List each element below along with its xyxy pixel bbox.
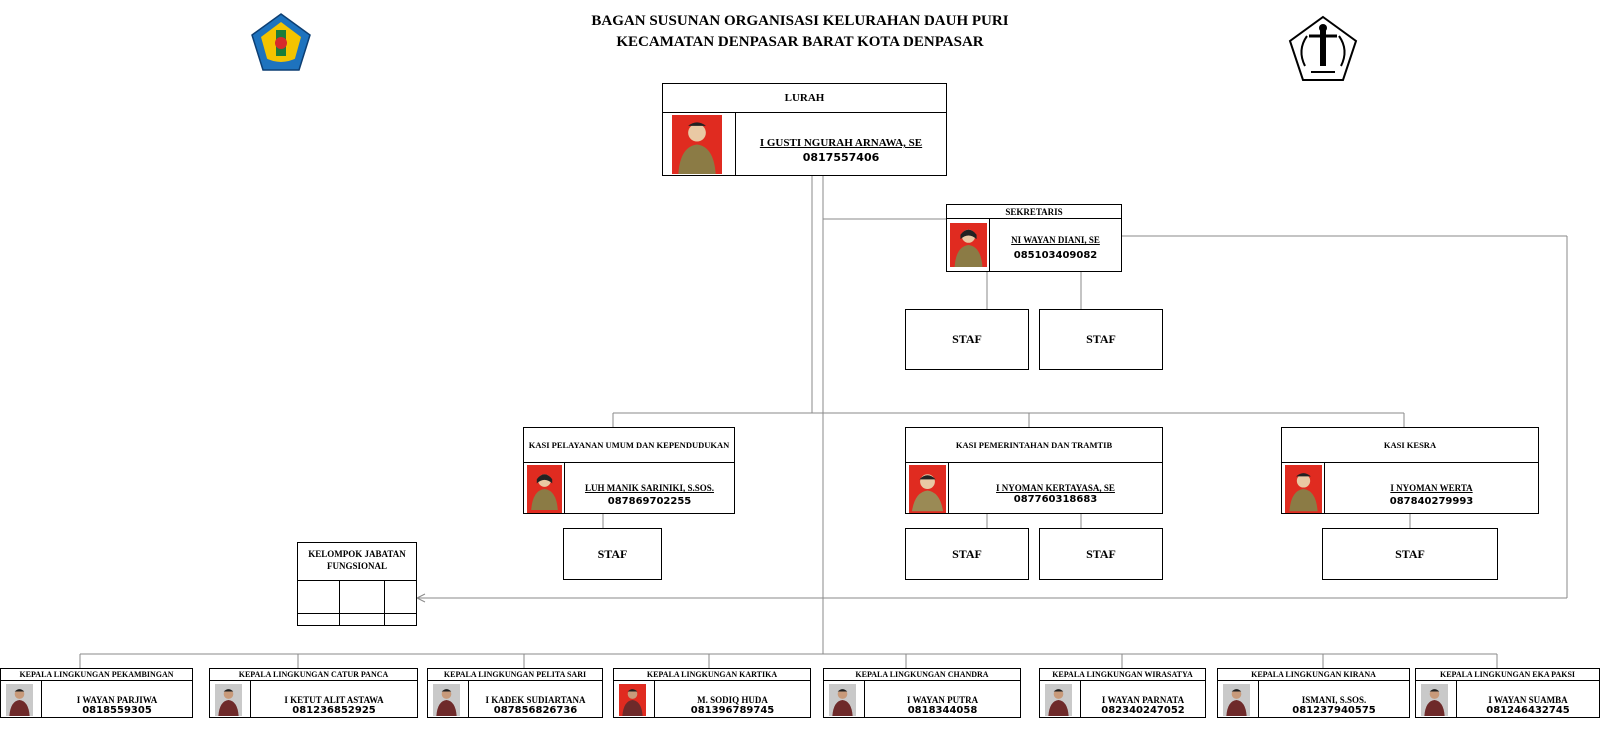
kepala-lingkungan-phone: 081246432745 — [1486, 705, 1570, 716]
kasi-title: KASI PEMERINTAHAN DAN TRAMTIB — [906, 428, 1162, 463]
staf-box: STAF — [563, 528, 662, 580]
kepala-lingkungan-phone: 0818559305 — [82, 705, 152, 716]
kepala-lingkungan-title: KEPALA LINGKUNGAN KIRANA — [1218, 669, 1409, 681]
lurah-name: I GUSTI NGURAH ARNAWA, SE — [759, 137, 923, 149]
staf-box: STAF — [1039, 528, 1163, 580]
kepala-lingkungan-title: KEPALA LINGKUNGAN PELITA SARI — [428, 669, 602, 681]
kepala-lingkungan-box: KEPALA LINGKUNGAN PEKAMBINGAN I WAYAN PAR… — [0, 668, 193, 718]
kepala-lingkungan-box: KEPALA LINGKUNGAN EKA PAKSI I WAYAN SUAMB… — [1415, 668, 1600, 718]
staf-box: STAF — [905, 528, 1029, 580]
kepala-lingkungan-photo — [1223, 684, 1250, 716]
fungsional-box: KELOMPOK JABATAN FUNGSIONAL — [297, 542, 417, 626]
kasi-photo — [1285, 465, 1322, 513]
kepala-lingkungan-photo — [619, 684, 646, 716]
kepala-lingkungan-name: ISMANI, S.SOS. — [1301, 695, 1367, 705]
kepala-lingkungan-title: KEPALA LINGKUNGAN EKA PAKSI — [1416, 669, 1599, 681]
kepala-lingkungan-phone: 081396789745 — [690, 705, 775, 716]
lurah-photo — [672, 115, 722, 174]
district-seal-icon — [1287, 14, 1359, 84]
kepala-lingkungan-name: I KADEK SUDIARTANA — [485, 695, 586, 705]
kepala-lingkungan-phone: 087856826736 — [493, 705, 578, 716]
lurah-title: LURAH — [663, 84, 946, 113]
staf-box: STAF — [1322, 528, 1498, 580]
kepala-lingkungan-phone: 082340247052 — [1101, 705, 1185, 716]
kepala-lingkungan-name: M. SODIQ HUDA — [697, 695, 768, 705]
kepala-lingkungan-title: KEPALA LINGKUNGAN PEKAMBINGAN — [1, 669, 192, 681]
chart-title-line1: BAGAN SUSUNAN ORGANISASI KELURAHAN DAUH … — [591, 13, 1009, 29]
kepala-lingkungan-phone: 081237940575 — [1292, 705, 1376, 716]
kepala-lingkungan-phone: 081236852925 — [292, 705, 376, 716]
kasi-phone: 087840279993 — [1389, 496, 1474, 507]
kasi-phone: 087760318683 — [1013, 494, 1098, 505]
kepala-lingkungan-photo — [829, 684, 856, 716]
kasi-name: I NYOMAN WERTA — [1390, 483, 1473, 493]
kepala-lingkungan-photo — [6, 684, 33, 716]
kasi-box: KASI PEMERINTAHAN DAN TRAMTIB I NYOMAN K… — [905, 427, 1163, 514]
sekretaris-name: NI WAYAN DIANI, SE — [1011, 235, 1100, 245]
kepala-lingkungan-name: I KETUT ALIT ASTAWA — [284, 695, 384, 705]
kepala-lingkungan-title: KEPALA LINGKUNGAN KARTIKA — [614, 669, 810, 681]
kasi-photo — [909, 465, 946, 513]
kepala-lingkungan-title: KEPALA LINGKUNGAN CHANDRA — [824, 669, 1020, 681]
fungsional-divider — [298, 613, 416, 614]
kepala-lingkungan-photo — [1421, 684, 1448, 716]
sekretaris-phone: 085103409082 — [1013, 250, 1098, 261]
kepala-lingkungan-photo — [433, 684, 460, 716]
kepala-lingkungan-photo — [1045, 684, 1072, 716]
fungsional-title-line2: FUNGSIONAL — [326, 561, 387, 571]
sekretaris-box: SEKRETARIS NI WAYAN DIANI, SE 0851034090… — [946, 204, 1122, 272]
kepala-lingkungan-name: I WAYAN PUTRA — [906, 695, 979, 705]
fungsional-title-line1: KELOMPOK JABATAN — [308, 549, 406, 559]
kasi-box: KASI KESRA I NYOMAN WERTA 087840279993 — [1281, 427, 1539, 514]
kepala-lingkungan-phone: 0818344058 — [907, 705, 978, 716]
kasi-name: LUH MANIK SARINIKI, S.SOS. — [584, 483, 715, 493]
kepala-lingkungan-name: I WAYAN PARJIWA — [76, 695, 158, 705]
kasi-box: KASI PELAYANAN UMUM DAN KEPENDUDUKAN LUH… — [523, 427, 735, 514]
lurah-box: LURAH I GUSTI NGURAH ARNAWA, SE 08175574… — [662, 83, 947, 176]
kepala-lingkungan-name: I WAYAN PARNATA — [1101, 695, 1185, 705]
staf-box: STAF — [905, 309, 1029, 370]
kasi-photo — [527, 465, 562, 513]
kepala-lingkungan-box: KEPALA LINGKUNGAN CATUR PANCA I KETUT ALI… — [209, 668, 418, 718]
lurah-phone: 0817557406 — [802, 151, 880, 164]
sekretaris-title: SEKRETARIS — [947, 205, 1121, 219]
kepala-lingkungan-name: I WAYAN SUAMBA — [1488, 695, 1568, 705]
kasi-phone: 087869702255 — [607, 496, 692, 507]
sekretaris-photo — [950, 223, 987, 267]
kepala-lingkungan-title: KEPALA LINGKUNGAN WIRASATYA — [1040, 669, 1205, 681]
chart-title-line2: KECAMATAN DENPASAR BARAT KOTA DENPASAR — [616, 34, 984, 50]
fungsional-divider — [298, 580, 416, 581]
kasi-name: I NYOMAN KERTAYASA, SE — [996, 483, 1115, 493]
denpasar-city-emblem-icon — [250, 12, 312, 74]
kepala-lingkungan-box: KEPALA LINGKUNGAN KIRANA ISMANI, S.SOS.08… — [1217, 668, 1410, 718]
kepala-lingkungan-box: KEPALA LINGKUNGAN PELITA SARI I KADEK SUD… — [427, 668, 603, 718]
kasi-title: KASI PELAYANAN UMUM DAN KEPENDUDUKAN — [524, 428, 734, 463]
kepala-lingkungan-photo — [215, 684, 242, 716]
kasi-title: KASI KESRA — [1282, 428, 1538, 463]
kepala-lingkungan-box: KEPALA LINGKUNGAN WIRASATYA I WAYAN PARNA… — [1039, 668, 1206, 718]
staf-box: STAF — [1039, 309, 1163, 370]
kepala-lingkungan-title: KEPALA LINGKUNGAN CATUR PANCA — [210, 669, 417, 681]
